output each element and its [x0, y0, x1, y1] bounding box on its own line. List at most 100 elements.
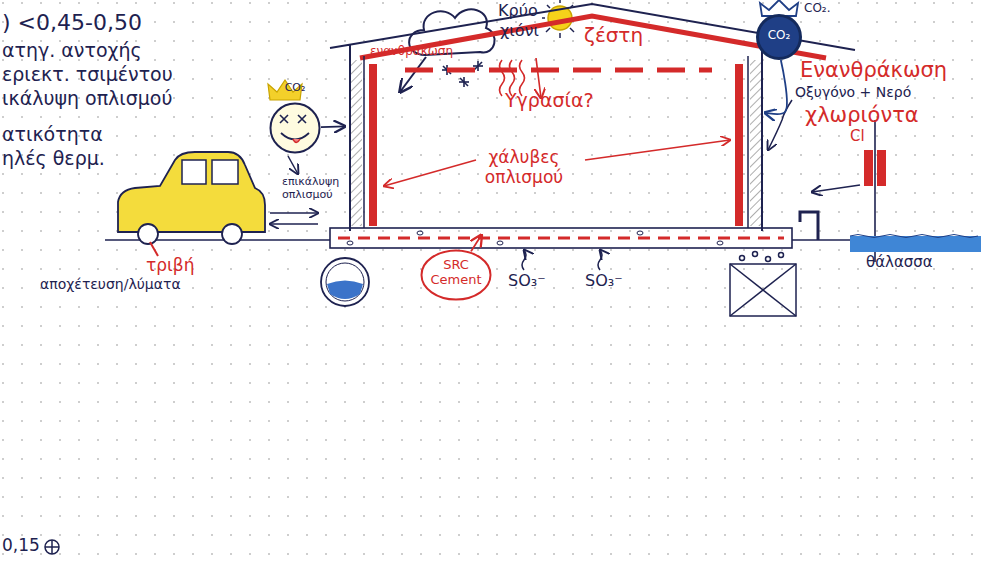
leader-arrow — [288, 156, 298, 174]
face-eye — [280, 115, 288, 123]
roof-reinforcement — [360, 16, 826, 58]
sulfate-arrows — [598, 250, 602, 270]
annotation-label: ηλές θερμ. — [2, 148, 105, 170]
leader-arrow — [768, 100, 792, 150]
chloride-source — [864, 150, 873, 186]
soil-box — [766, 257, 771, 262]
foundation-slab — [717, 241, 723, 245]
ground-line — [105, 239, 850, 241]
foundation-slab — [330, 228, 792, 248]
slab-reinforcement — [405, 68, 712, 73]
soil-box — [740, 256, 745, 261]
node-outline — [345, 4, 765, 235]
face-eye — [298, 115, 306, 123]
snow-symbol — [474, 62, 482, 70]
face-circle — [271, 104, 320, 153]
snow-symbol — [442, 61, 483, 87]
foundation-slab — [330, 228, 792, 248]
foundation-slab — [338, 237, 784, 240]
annotation-label: Cl — [850, 128, 865, 145]
ground-line — [792, 239, 850, 241]
annotation-label: ικάλυψη οπλισμού — [2, 88, 173, 110]
annotation-label: ενανθράκωση — [370, 45, 453, 59]
car-symbol — [138, 224, 158, 244]
concrete-cover — [351, 60, 362, 226]
smiley-node: CO₂ — [269, 102, 321, 154]
annotation-label: 0,15 — [2, 536, 40, 556]
annotation-label: ζέστη — [584, 24, 643, 47]
car-symbol — [182, 160, 206, 184]
annotation-label: Ενανθράκωση — [800, 58, 947, 82]
soil-box — [730, 264, 796, 316]
annotation-label: Οξυγόνο + Νερό — [795, 84, 911, 100]
annotation-label: SO₃⁻ — [508, 272, 546, 290]
sulfate-arrows — [522, 250, 602, 270]
connector-arrow — [765, 60, 787, 114]
node-text: CO₂. — [804, 2, 830, 16]
node-outline — [269, 102, 321, 154]
sewer-pipe — [321, 258, 369, 306]
corner-symbol — [45, 540, 59, 554]
traffic-arrows — [270, 223, 318, 225]
heat-waves — [500, 60, 505, 96]
car-symbol — [118, 152, 265, 232]
node-text: SRC Cement — [420, 258, 492, 288]
leader-arrow — [384, 160, 476, 186]
annotation-label: θάλασσα — [866, 254, 933, 271]
node-text: Υγρασία? — [505, 90, 594, 112]
traffic-arrows — [270, 213, 318, 224]
leader-arrow — [585, 140, 730, 160]
sewer-pipe — [327, 281, 363, 300]
annotation-label: χιόνι — [500, 22, 539, 40]
ellipse-node: SRC Cement — [420, 249, 492, 301]
traffic-arrows — [270, 212, 318, 214]
snow-symbol — [460, 78, 468, 86]
wall-reinforcement — [369, 64, 377, 226]
sun-symbol — [559, 33, 561, 38]
annotation-label: χλωριόντα — [805, 103, 919, 127]
pipe-outlet — [800, 212, 818, 240]
sulfate-arrows — [522, 250, 526, 270]
face-tongue — [293, 139, 300, 143]
crown-symbol — [760, 0, 798, 16]
annotation-label: ατικότητα — [2, 124, 103, 146]
wall-reinforcement — [735, 64, 743, 226]
bluecircle-node: CO₂.CO₂ — [756, 14, 802, 60]
sea-water — [850, 236, 981, 252]
sewer-pipe — [321, 258, 369, 306]
sun-symbol — [547, 5, 550, 8]
sea-water — [850, 235, 978, 238]
annotation-label: SO₃⁻ — [585, 272, 623, 290]
house-structure — [351, 16, 826, 228]
node-text: CO₂ — [756, 29, 802, 43]
abrasion-mark — [150, 242, 158, 256]
annotation-label: αποχέτευση/λύματα — [40, 276, 181, 292]
sun-symbol — [546, 28, 550, 32]
sun-symbol — [559, 0, 561, 3]
node-text: CO₂ — [269, 82, 321, 95]
car-symbol — [212, 160, 238, 184]
wall-line — [363, 56, 365, 228]
sewer-pipe — [326, 263, 364, 301]
foundation-slab — [417, 231, 423, 235]
annotation-label: Κρύο — [498, 2, 538, 20]
face-mouth — [281, 133, 309, 140]
soil-box — [730, 264, 796, 316]
annotation-label: επικάλυψη οπλισμού — [282, 176, 346, 201]
house-outline — [330, 4, 855, 231]
soil-box — [730, 264, 796, 316]
car-symbol — [222, 224, 242, 244]
car-symbol — [118, 152, 265, 244]
connector-arrow — [471, 235, 481, 251]
foundation-slab — [347, 241, 353, 245]
soil-box — [779, 253, 784, 258]
annotation-label: ατηγ. αντοχής — [2, 40, 142, 62]
foundation-slab — [347, 231, 723, 245]
wall-line — [747, 56, 749, 228]
sun-symbol — [570, 28, 574, 32]
foundation-slab — [637, 231, 643, 235]
house-node: Υγρασία?χάλυβες οπλισμού — [345, 4, 765, 235]
